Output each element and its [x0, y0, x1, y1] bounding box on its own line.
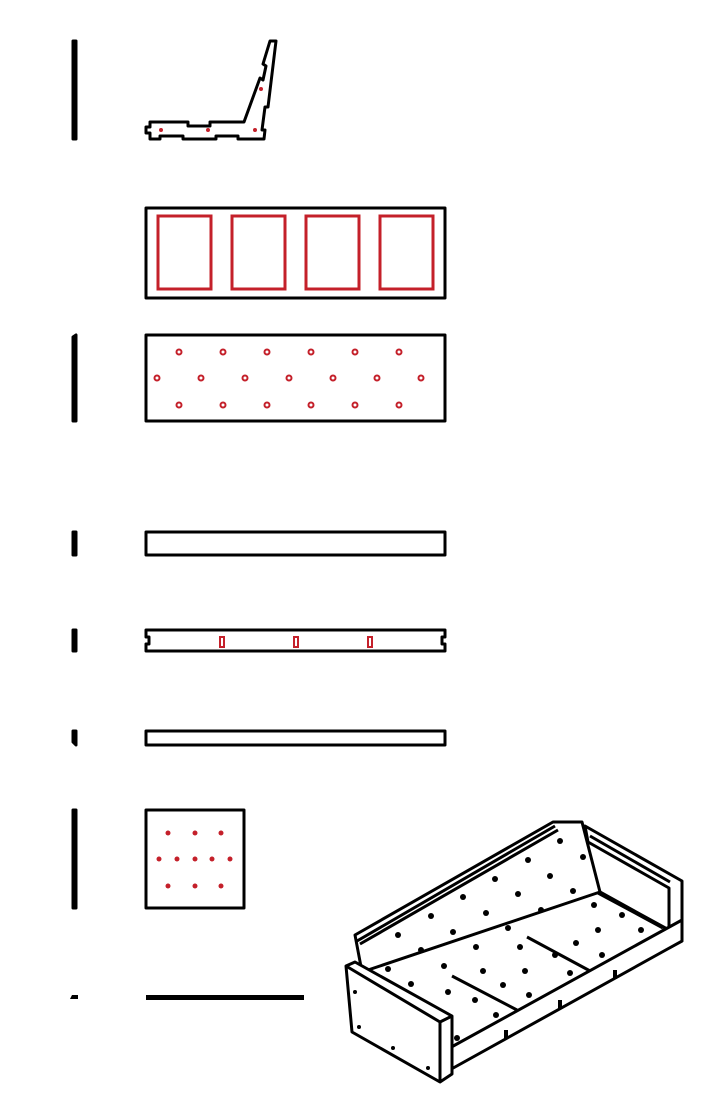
- hole: [192, 883, 198, 889]
- hole: [480, 968, 486, 974]
- hole: [408, 981, 414, 987]
- cutout: [378, 214, 435, 291]
- flat-strip-part: [70, 995, 304, 1000]
- hole: [373, 374, 381, 382]
- hole: [165, 883, 171, 889]
- hole: [307, 348, 315, 356]
- rail-3-edge-view: [71, 729, 78, 747]
- hole: [492, 876, 498, 882]
- hole: [165, 830, 171, 836]
- hole: [227, 856, 233, 862]
- hole: [619, 912, 625, 918]
- hole: [385, 966, 391, 972]
- back-panel-part: [144, 206, 447, 300]
- hole: [525, 857, 531, 863]
- hole: [454, 1035, 460, 1041]
- hole: [417, 374, 425, 382]
- flat-strip-edge-view: [70, 995, 78, 999]
- back-panel-outline: [144, 206, 447, 300]
- hole: [517, 944, 523, 950]
- rail-1-edge-view: [71, 530, 78, 557]
- hole: [418, 947, 424, 953]
- rail-2-part: [71, 628, 447, 653]
- hole: [395, 932, 401, 938]
- hole: [441, 963, 447, 969]
- hole: [219, 401, 227, 409]
- rail-2-edge-view: [71, 628, 78, 653]
- rail-2-dowel-marks: [219, 636, 373, 648]
- hole: [515, 891, 521, 897]
- hole: [174, 856, 180, 862]
- hole: [263, 348, 271, 356]
- hole: [192, 830, 198, 836]
- hole: [285, 374, 293, 382]
- sofa-left-arm: [344, 960, 454, 1084]
- side-frame-part: [71, 39, 278, 141]
- rail-1-part: [71, 530, 447, 557]
- hole: [570, 888, 576, 894]
- hole: [218, 830, 224, 836]
- rail-3-outline: [144, 729, 447, 747]
- hole: [445, 989, 451, 995]
- hole: [522, 968, 528, 974]
- cutout: [230, 214, 287, 291]
- hole: [450, 929, 456, 935]
- hole: [192, 856, 198, 862]
- hole: [175, 401, 183, 409]
- hole: [395, 348, 403, 356]
- hole: [241, 374, 249, 382]
- hole: [538, 907, 544, 913]
- hole: [638, 927, 644, 933]
- hole: [591, 902, 597, 908]
- seat-panel-outline: [144, 333, 447, 423]
- hole: [557, 838, 563, 844]
- square-panel-holes: [156, 830, 233, 889]
- hole: [547, 873, 553, 879]
- hole: [175, 348, 183, 356]
- hole: [595, 927, 601, 933]
- hole: [156, 856, 162, 862]
- seat-panel-part: [71, 333, 447, 423]
- hole: [580, 854, 586, 860]
- hole: [395, 401, 403, 409]
- assembled-sofa: [344, 820, 684, 1084]
- hole: [493, 1012, 499, 1018]
- hole: [599, 952, 605, 958]
- flat-strip-outline: [146, 995, 304, 1000]
- rail-1-outline: [144, 530, 447, 557]
- hole: [153, 374, 161, 382]
- hole: [218, 883, 224, 889]
- hole: [351, 401, 359, 409]
- hole: [209, 856, 215, 862]
- seat-panel-edge-view: [71, 333, 78, 423]
- hole: [500, 982, 506, 988]
- square-panel-part: [71, 808, 246, 910]
- hole: [505, 925, 511, 931]
- hole: [197, 374, 205, 382]
- side-frame-profile: [144, 39, 278, 141]
- hole: [552, 952, 558, 958]
- hole: [483, 910, 489, 916]
- hole: [329, 374, 337, 382]
- hole: [263, 401, 271, 409]
- hole: [307, 401, 315, 409]
- hole: [460, 894, 466, 900]
- hole: [351, 348, 359, 356]
- hole: [472, 997, 478, 1003]
- side-frame-edge-view: [71, 39, 78, 141]
- cutout: [304, 214, 361, 291]
- hole: [473, 944, 479, 950]
- cutout: [156, 214, 213, 291]
- seat-panel-holes: [153, 348, 425, 409]
- hole: [573, 940, 579, 946]
- hole: [526, 992, 532, 998]
- side-frame-holes: [159, 87, 263, 132]
- rail-3-part: [71, 729, 447, 747]
- hole: [219, 348, 227, 356]
- sofa-holes: [385, 838, 644, 1041]
- hole: [428, 913, 434, 919]
- square-panel-edge-view: [71, 808, 78, 910]
- hole: [567, 970, 573, 976]
